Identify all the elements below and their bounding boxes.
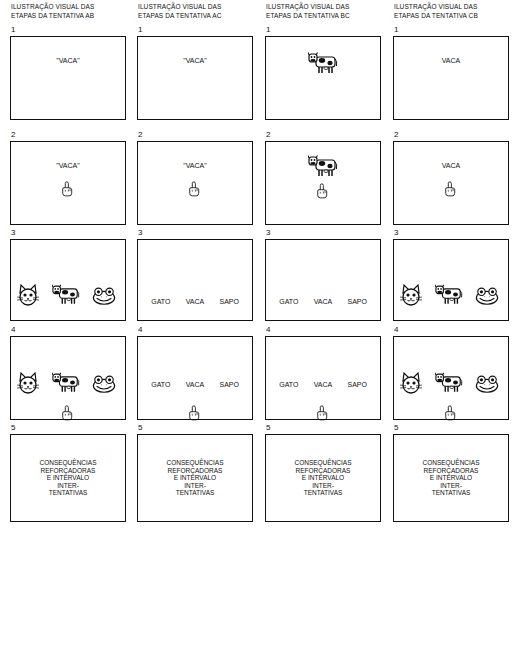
step-number: 2 (11, 130, 15, 139)
trial-step-panel: 4GATOVACASAPO (265, 336, 381, 420)
step-number: 2 (266, 130, 270, 139)
trial-step-panel: 2"VACA" (137, 141, 253, 225)
column-heading: ILUSTRAÇÃO VISUAL DAS ETAPAS DA TENTATIV… (11, 3, 119, 20)
stimulus-word: VACA (314, 381, 333, 389)
trial-step-panel: 5CONSEQUÊNCIAS REFORÇADORAS E INTERVALO … (393, 434, 509, 522)
step-number: 2 (138, 130, 142, 139)
trial-step-panel: 1"VACA" (137, 36, 253, 120)
consequence-text: CONSEQUÊNCIAS REFORÇADORAS E INTERVALO I… (39, 459, 96, 497)
stimulus-word: VACA (186, 298, 205, 306)
trial-step-panel: 5CONSEQUÊNCIAS REFORÇADORAS E INTERVALO … (10, 434, 126, 522)
trial-step-panel: 1VACA (393, 36, 509, 120)
step-number: 5 (394, 423, 398, 432)
stimulus-word: "VACA" (56, 162, 80, 170)
step-number: 1 (11, 25, 15, 34)
step-number: 1 (394, 25, 398, 34)
trial-step-panel: 3 (10, 239, 126, 321)
step-number: 1 (138, 25, 142, 34)
step-number: 4 (11, 325, 15, 334)
step-number: 5 (266, 423, 270, 432)
stimulus-word: SAPO (347, 298, 366, 306)
trial-step-panel: 1"VACA" (10, 36, 126, 120)
stimulus-word: VACA (442, 162, 461, 170)
trial-step-panel: 1 (265, 36, 381, 120)
step-number: 3 (11, 228, 15, 237)
consequence-text: CONSEQUÊNCIAS REFORÇADORAS E INTERVALO I… (166, 459, 223, 497)
step-number: 4 (266, 325, 270, 334)
stimulus-word: GATO (151, 381, 170, 389)
column-heading: ILUSTRAÇÃO VISUAL DAS ETAPAS DA TENTATIV… (394, 3, 502, 20)
stimulus-word: GATO (279, 298, 298, 306)
trial-step-panel: 5CONSEQUÊNCIAS REFORÇADORAS E INTERVALO … (137, 434, 253, 522)
step-number: 1 (266, 25, 270, 34)
stimulus-word: VACA (186, 381, 205, 389)
stimulus-word: VACA (314, 298, 333, 306)
trial-step-panel: 2"VACA" (10, 141, 126, 225)
step-number: 2 (394, 130, 398, 139)
step-number: 3 (138, 228, 142, 237)
step-number: 4 (138, 325, 142, 334)
stimulus-word: GATO (279, 381, 298, 389)
consequence-text: CONSEQUÊNCIAS REFORÇADORAS E INTERVALO I… (422, 459, 479, 497)
stimulus-word: "VACA" (56, 57, 80, 65)
trial-step-panel: 2 (265, 141, 381, 225)
stimulus-word: GATO (151, 298, 170, 306)
trial-step-panel: 5CONSEQUÊNCIAS REFORÇADORAS E INTERVALO … (265, 434, 381, 522)
trial-step-panel: 3GATOVACASAPO (137, 239, 253, 321)
trial-step-panel: 3GATOVACASAPO (265, 239, 381, 321)
step-number: 5 (138, 423, 142, 432)
stimulus-word: SAPO (219, 381, 238, 389)
stimulus-word: VACA (442, 57, 461, 65)
stimulus-word: SAPO (347, 381, 366, 389)
step-number: 4 (394, 325, 398, 334)
trial-step-panel: 4GATOVACASAPO (137, 336, 253, 420)
step-number: 3 (266, 228, 270, 237)
trial-step-panel: 2VACA (393, 141, 509, 225)
consequence-text: CONSEQUÊNCIAS REFORÇADORAS E INTERVALO I… (294, 459, 351, 497)
column-heading: ILUSTRAÇÃO VISUAL DAS ETAPAS DA TENTATIV… (138, 3, 246, 20)
trial-step-panel: 3 (393, 239, 509, 321)
trial-step-panel: 4 (10, 336, 126, 420)
step-number: 3 (394, 228, 398, 237)
trial-step-panel: 4 (393, 336, 509, 420)
column-heading: ILUSTRAÇÃO VISUAL DAS ETAPAS DA TENTATIV… (266, 3, 374, 20)
stimulus-word: SAPO (219, 298, 238, 306)
stimulus-word: "VACA" (183, 162, 207, 170)
stimulus-word: "VACA" (183, 57, 207, 65)
step-number: 5 (11, 423, 15, 432)
